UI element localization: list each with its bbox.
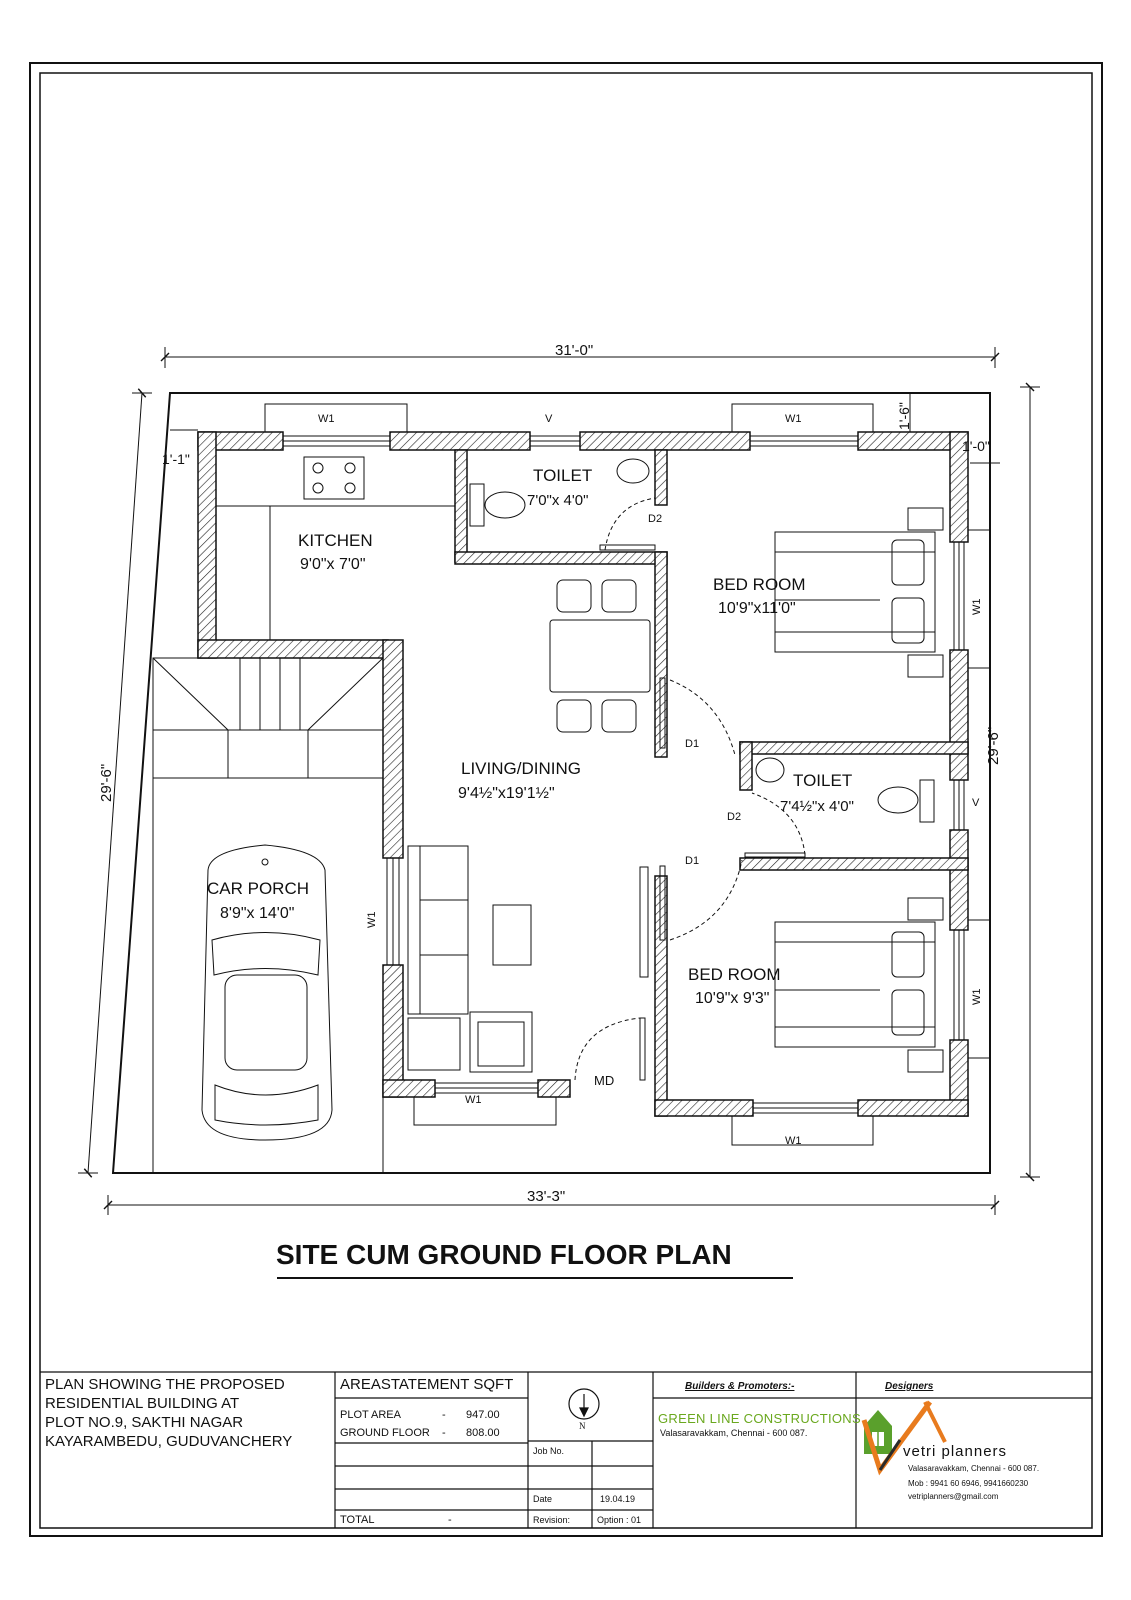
room-carporch-size: 8'9"x 14'0": [220, 905, 295, 922]
room-toilet2-name: TOILET: [793, 771, 853, 790]
toilet-fixtures: [469, 458, 935, 823]
builder-name: GREEN LINE CONSTRUCTIONS: [658, 1411, 861, 1426]
label-md: MD: [594, 1073, 615, 1088]
ground-floor-label: GROUND FLOOR: [340, 1427, 430, 1439]
sofa-set: [407, 845, 533, 1073]
room-living-size: 9'4½"x19'1½": [458, 785, 555, 802]
dim-setback-right: 1'-0": [962, 438, 990, 454]
date-value: 19.04.19: [600, 1494, 636, 1504]
room-bedroom2-size: 10'9"x 9'3": [695, 990, 770, 1007]
room-kitchen-name: KITCHEN: [298, 531, 373, 550]
description-line-3: PLOT NO.9, SAKTHI NAGAR: [45, 1414, 244, 1431]
label-v-right: V: [972, 797, 980, 809]
plot-area-value: 947.00: [466, 1409, 500, 1421]
description-line-4: KAYARAMBEDU, GUDUVANCHERY: [45, 1433, 293, 1450]
designers-heading: Designers: [885, 1381, 934, 1392]
label-w1-living-bottom: W1: [465, 1094, 482, 1106]
room-living-name: LIVING/DINING: [461, 759, 581, 778]
room-bedroom1-name: BED ROOM: [713, 575, 806, 594]
room-toilet2-size: 7'4½"x 4'0": [780, 798, 854, 815]
area-heading: AREASTATEMENT SQFT: [340, 1376, 514, 1393]
description-line-1: PLAN SHOWING THE PROPOSED: [45, 1376, 285, 1393]
total-dash: -: [448, 1514, 452, 1526]
kitchen-counter: [216, 456, 455, 640]
label-w1-bed1-side: W1: [971, 598, 983, 616]
dimension-lines: [78, 347, 1040, 1215]
label-w1-bed2-side: W1: [971, 988, 983, 1006]
inner-border: [39, 72, 1093, 1529]
designer-email: vetriplanners@gmail.com: [908, 1492, 999, 1501]
walls: [197, 431, 969, 1117]
date-label: Date: [533, 1494, 553, 1504]
label-w1-kitchen: W1: [318, 413, 335, 425]
builder-address: Valasaravakkam, Chennai - 600 087.: [660, 1428, 808, 1438]
ground-floor-dash: -: [442, 1427, 446, 1439]
car: [201, 844, 333, 1141]
plot-area-dash: -: [442, 1409, 446, 1421]
room-toilet1-name: TOILET: [533, 466, 593, 485]
room-kitchen-size: 9'0"x 7'0": [300, 556, 366, 573]
site-boundary: [111, 392, 991, 1174]
job-no-label: Job No.: [533, 1446, 565, 1456]
builders-heading: Builders & Promoters:-: [685, 1381, 795, 1392]
beds: [774, 507, 944, 1073]
north-label: N: [579, 1421, 586, 1431]
vetri-logo-icon: [861, 1400, 947, 1476]
label-w1-bed1-top: W1: [785, 413, 802, 425]
designer-mobile: Mob : 9941 60 6946, 9941660230: [908, 1479, 1029, 1488]
revision-value: Option : 01: [597, 1515, 642, 1525]
designer-name: vetri planners: [903, 1443, 1008, 1460]
dim-right: 29'-6": [985, 726, 1002, 765]
dim-bottom: 33'-3": [527, 1188, 566, 1205]
total-label: TOTAL: [340, 1514, 375, 1526]
room-bedroom1-size: 10'9"x11'0": [718, 600, 796, 617]
plan-title: SITE CUM GROUND FLOOR PLAN: [276, 1239, 732, 1270]
dim-top: 31'-0": [555, 342, 594, 359]
label-w1-bed2-bottom: W1: [785, 1135, 802, 1147]
label-d1-bed2: D1: [685, 855, 700, 867]
revision-label: Revision:: [533, 1515, 571, 1525]
project-description: PLAN SHOWING THE PROPOSED RESIDENTIAL BU…: [45, 1375, 292, 1451]
dim-setback-left: 1'-1": [162, 451, 190, 467]
designer-address: Valasaravakkam, Chennai - 600 087.: [908, 1464, 1040, 1473]
label-d1-bed1: D1: [685, 738, 700, 750]
title-block-grid: [40, 1371, 1092, 1528]
plot-area-label: PLOT AREA: [340, 1409, 401, 1421]
label-v-top: V: [545, 413, 553, 425]
label-w1-living: W1: [366, 911, 378, 929]
label-d2-toilet1: D2: [648, 513, 663, 525]
ground-floor-value: 808.00: [466, 1427, 500, 1439]
label-d2-toilet2: D2: [727, 811, 742, 823]
room-carporch-name: CAR PORCH: [207, 879, 310, 898]
description-line-2: RESIDENTIAL BUILDING AT: [45, 1395, 240, 1412]
dining-table: [549, 579, 651, 733]
doors: [574, 497, 806, 1081]
dim-left: 29'-6": [98, 763, 115, 802]
dim-setback-top-right: 1'-6": [896, 402, 912, 430]
window-frames: [264, 403, 991, 1146]
outer-border: [29, 62, 1103, 1537]
room-bedroom2-name: BED ROOM: [688, 965, 781, 984]
room-toilet1-size: 7'0"x 4'0": [527, 492, 589, 509]
staircase: [152, 657, 384, 1173]
